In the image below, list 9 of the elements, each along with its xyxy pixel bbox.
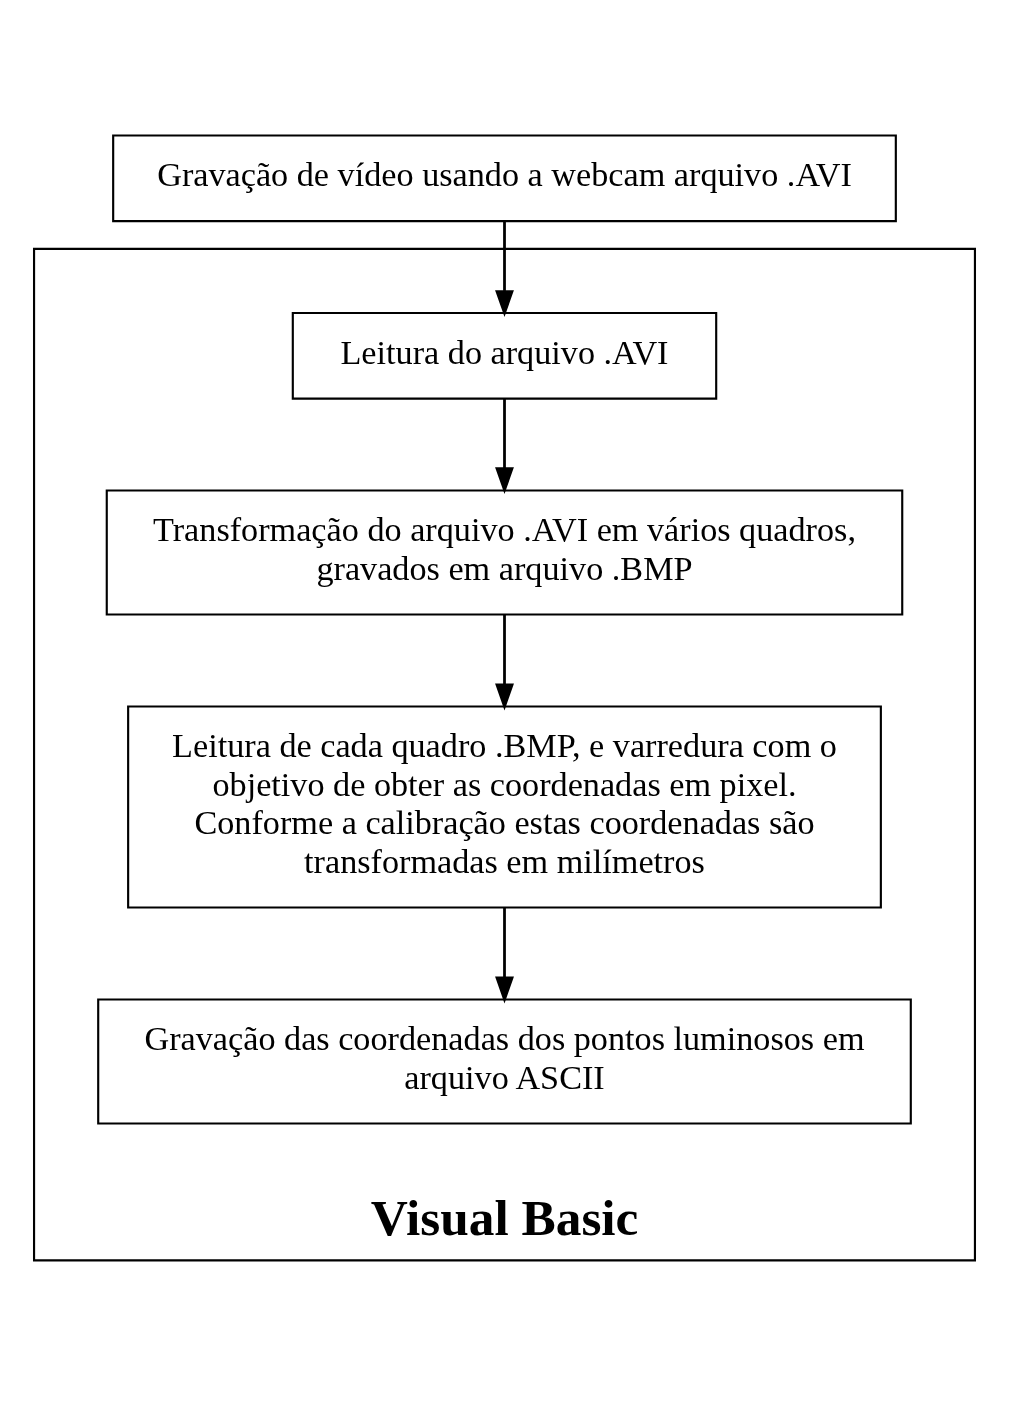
node-box: Leitura de cada quadro .BMP, e varredura com o objetivo de obter as coordenadas em pixel. Conforme a calibração estas coordenadas são transformadas em milímetros	[127, 705, 882, 909]
arrow	[495, 908, 514, 1004]
node-box: Gravação das coordenadas dos pontos luminosos em arquivo ASCII	[97, 998, 912, 1125]
node-box: Transformação do arquivo .AVI em vários quadros, gravados em arquivo .BMP	[105, 489, 904, 616]
arrow	[495, 614, 514, 711]
node-box: Leitura do arquivo .AVI	[291, 311, 718, 400]
node-box: Gravação de vídeo usando a webcam arquivo .AVI	[112, 134, 897, 223]
arrow	[495, 221, 514, 318]
arrow	[495, 398, 514, 495]
